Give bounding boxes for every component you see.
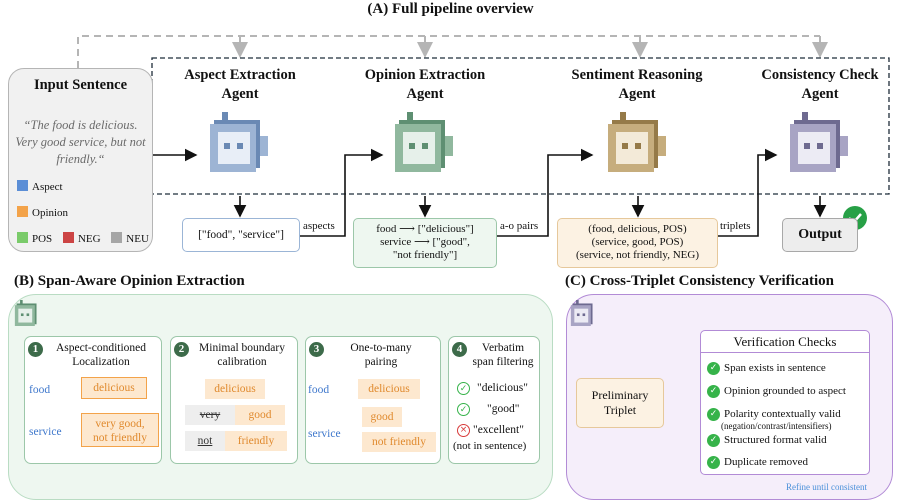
opinion-swatch-icon	[17, 206, 28, 217]
title-a: (A) Full pipeline overview	[367, 1, 534, 17]
robot-icon-sentiment	[608, 112, 666, 172]
aspect-food-label: food	[29, 384, 51, 396]
check-duplicate-removed: ✓Duplicate removed	[707, 456, 808, 469]
pair-good-chip: good	[362, 407, 402, 427]
candidate-good: "good"	[487, 403, 520, 415]
opinion-delicious-chip: delicious	[81, 377, 147, 399]
candidate-excellent: "excellent"	[473, 424, 524, 436]
edge-label-pairs: a-o pairs	[500, 220, 539, 232]
check-span-exists: ✓Span exists in sentence	[707, 362, 826, 375]
robot-icon-consistency	[790, 112, 848, 172]
step-1-number: 1	[28, 342, 43, 357]
robot-icon-panel-c	[570, 300, 593, 326]
pass-icon-1: ✓	[457, 382, 470, 395]
word-friendly-chip: friendly	[225, 431, 287, 451]
check-icon: ✓	[707, 385, 720, 398]
pos-swatch-icon	[17, 232, 28, 243]
neu-swatch-icon	[111, 232, 123, 243]
verification-checks-box: Verification Checks ✓Span exists in sent…	[700, 330, 870, 475]
legend-opinion: Opinion	[17, 206, 68, 219]
check-icon: ✓	[707, 456, 720, 469]
robot-icon-panel-b	[14, 300, 37, 326]
title-b: (B) Span-Aware Opinion Extraction	[14, 273, 245, 289]
flow-arrows	[152, 148, 827, 237]
opinion-very-good-chip: very good,not friendly	[81, 413, 159, 447]
robot-icon-opinion	[395, 112, 453, 172]
triplets-output-box: (food, delicious, POS) (service, good, P…	[557, 218, 718, 268]
check-opinion-grounded: ✓Opinion grounded to aspect	[707, 385, 846, 398]
agent-frame	[151, 57, 890, 195]
word-delicious-chip: delicious	[205, 379, 265, 399]
step-4-number: 4	[452, 342, 467, 357]
pass-icon-2: ✓	[457, 403, 470, 416]
check-format-valid: ✓Structured format valid	[707, 434, 827, 447]
aspect-service-label: service	[29, 426, 62, 438]
word-good-chip: good	[235, 405, 285, 425]
checks-title: Verification Checks	[733, 334, 837, 349]
edge-label-triplets: triplets	[720, 220, 751, 232]
candidate-delicious: "delicious"	[477, 382, 528, 394]
check-icon: ✓	[707, 408, 720, 421]
pairs-output-box: food ⟶ ["delicious"] service ⟶ ["good", …	[353, 218, 497, 268]
input-sentence: “The food is delicious. Very good servic…	[15, 118, 146, 166]
check-polarity-note: (negation/contrast/intensifiers)	[721, 421, 832, 431]
neg-swatch-icon	[62, 232, 74, 243]
robot-icon-aspect	[210, 112, 268, 172]
aspect-service-label-3: service	[308, 428, 341, 440]
word-very-struck: very	[185, 405, 235, 425]
check-polarity-valid: ✓Polarity contextually valid	[707, 408, 841, 421]
final-output-box: Output	[782, 218, 858, 252]
word-not-underlined: not	[185, 431, 225, 451]
aspects-output-box: ["food", "service"]	[182, 218, 300, 252]
step-2-number: 2	[174, 342, 189, 357]
pair-delicious-chip: delicious	[358, 379, 420, 399]
check-icon: ✓	[707, 434, 720, 447]
refine-label: Refine until consistent	[786, 482, 867, 492]
aspect-swatch-icon	[17, 180, 28, 191]
aspect-food-label-3: food	[308, 384, 330, 396]
edge-label-aspects: aspects	[303, 220, 335, 232]
step-3-number: 3	[309, 342, 324, 357]
input-title: Input Sentence	[33, 77, 128, 93]
reject-icon: ×	[457, 424, 470, 437]
candidate-excellent-note: (not in sentence)	[453, 440, 527, 452]
pair-not-friendly-chip: not friendly	[362, 432, 436, 452]
input-panel: Input Sentence “The food is delicious. V…	[8, 68, 153, 252]
title-c: (C) Cross-Triplet Consistency Verificati…	[565, 273, 835, 289]
check-icon: ✓	[707, 362, 720, 375]
legend-aspect: Aspect	[17, 180, 63, 193]
legend-polarity: POS NEG NEU	[17, 232, 149, 245]
input-broadcast-lines	[77, 35, 828, 68]
